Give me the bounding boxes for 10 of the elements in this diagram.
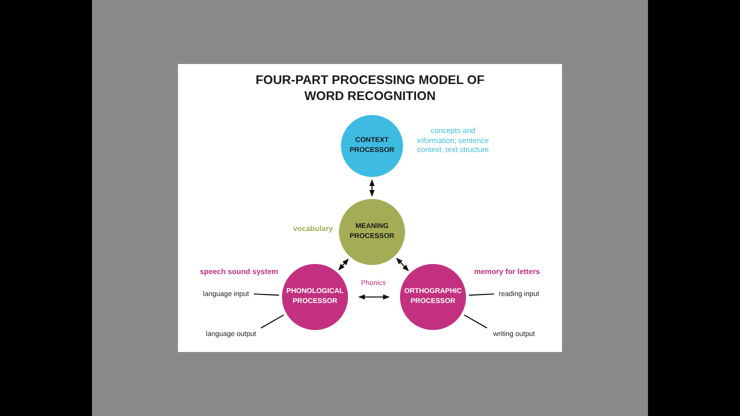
- arrow: [396, 258, 409, 272]
- leader-line: [254, 293, 280, 296]
- processor-circle: [400, 264, 466, 330]
- arrow: [358, 294, 390, 300]
- arrow: [369, 179, 375, 197]
- leader-line: [468, 293, 494, 296]
- leader-line: [464, 314, 488, 328]
- diagram-title: FOUR-PART PROCESSING MODEL OF WORD RECOGNITION: [254, 72, 486, 104]
- arrow: [338, 258, 349, 270]
- leader-line: [260, 314, 284, 328]
